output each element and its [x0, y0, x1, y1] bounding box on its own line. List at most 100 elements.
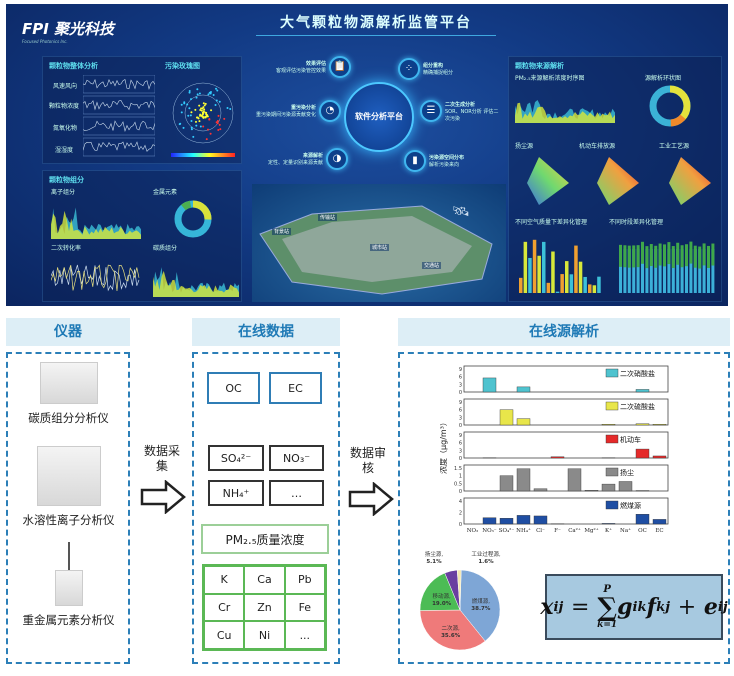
mini-frame	[83, 75, 155, 94]
legend-label: 二次硫酸盐	[620, 402, 655, 411]
y-tick-label: 9	[459, 433, 462, 439]
clock-icon: ◔	[319, 100, 341, 122]
instrument-carbon: 碳质组分分析仪	[6, 362, 131, 426]
rose-dot	[215, 87, 218, 90]
metal-analyzer-image	[54, 570, 83, 606]
composition-panel: 颗粒物组分 离子组分 金属元素 二次转化率 碳质组分	[42, 170, 242, 302]
x-tick-label: OC	[638, 528, 647, 534]
mini-line	[83, 100, 155, 111]
stack-bar	[711, 243, 715, 266]
mini-bar	[588, 284, 592, 293]
y-tick-label: 0	[459, 456, 462, 462]
legend-label: 扬尘	[620, 468, 634, 477]
pie-value: 35.6%	[441, 633, 461, 639]
stack-bar	[645, 249, 649, 293]
stack-bar	[698, 246, 702, 269]
stack-bar	[632, 245, 636, 268]
mini-bar	[551, 251, 555, 293]
x-tick-label: Ca²⁺	[568, 527, 581, 534]
stack-bar	[671, 246, 675, 269]
flow-label-review: 数据审核	[349, 446, 386, 475]
mini-frame	[83, 95, 155, 115]
pm-area-chart	[515, 99, 615, 123]
carbon-area-chart	[153, 267, 239, 297]
stack-bar	[654, 249, 658, 293]
rose-dot	[194, 108, 197, 111]
metal-label: 金属元素	[153, 189, 178, 196]
node-spatial[interactable]: ▮污染源空间分布解析污染来向	[404, 150, 464, 172]
bar	[635, 514, 650, 525]
node-heavy-pollution[interactable]: ◔重污染分析重污染期间污染源贡献变化	[256, 100, 341, 122]
x-tick-label: NO₃⁻	[482, 528, 497, 534]
rose-dot	[188, 107, 191, 110]
rose-dot	[204, 102, 207, 105]
bar	[499, 518, 514, 525]
mini-frame	[83, 137, 155, 157]
polar-label: 机动车排放源	[579, 143, 616, 150]
pie-label: 移动源,	[433, 592, 452, 600]
y-tick-label: 0	[459, 489, 462, 495]
mini-bar	[565, 261, 569, 293]
x-tick-label: NO₃	[467, 528, 479, 534]
metal-cell: Zn	[244, 593, 285, 622]
rose-dot	[216, 122, 219, 125]
pie-value: 38.7%	[471, 606, 491, 612]
stack-bar	[667, 249, 671, 293]
island-shape	[259, 205, 493, 295]
rose-dot	[204, 111, 207, 114]
pie-label: 工业过程源,	[471, 550, 501, 558]
rose-dot	[195, 124, 198, 127]
rose-dot	[197, 117, 200, 120]
map-label: 背景站	[272, 228, 292, 235]
conversion-line-chart	[51, 264, 140, 292]
source-pie-chart: 燃煤源,38.7%二次源,35.6%移动源,19.0%扬尘源,5.1%工业过程源…	[419, 550, 501, 651]
carbon-label: 碳质组分	[153, 245, 178, 252]
satellite-icon: 🛰	[452, 204, 470, 220]
legend-swatch	[605, 500, 619, 510]
mini-bar	[546, 282, 551, 293]
stack-bar	[667, 242, 671, 265]
rose-title: 污染玫瑰图	[165, 62, 200, 70]
y-tick-label: 3	[459, 415, 462, 421]
x-tick-label: F⁻	[554, 528, 561, 534]
mini-bar	[528, 257, 532, 293]
ion-area-chart	[51, 207, 141, 239]
instruments-box	[6, 352, 130, 664]
node-source[interactable]: ◑来源解析定性、定量识别来源贡献	[268, 148, 349, 170]
panel-frame	[463, 398, 669, 426]
instruments-header: 仪器	[6, 318, 130, 346]
pie-slice	[459, 569, 501, 642]
bar	[482, 377, 497, 393]
rose-dot	[201, 113, 204, 116]
stack-bar	[636, 245, 640, 268]
source-panel: 颗粒物来源解析 PM₂.₅来源解析浓度时序图 源解析环状图 扬尘源 机动车排放源…	[508, 56, 722, 302]
rose-dot	[198, 92, 201, 95]
rose-dot	[218, 100, 221, 103]
pie-slice	[456, 569, 462, 611]
period-stack-chart	[619, 241, 715, 293]
rose-dot	[204, 116, 207, 119]
rose-dot	[208, 91, 211, 94]
y-tick-label: 0	[459, 390, 462, 396]
bar	[652, 424, 667, 426]
data-ec: EC	[269, 372, 322, 404]
rose-dot	[212, 93, 215, 96]
stack-bar	[676, 249, 680, 293]
node-effect[interactable]: 📋效果评估客观评估污染管控效果	[276, 56, 352, 78]
stack-bar	[693, 245, 697, 268]
node-reconstruct[interactable]: ⁘组分重构精确捕捉组分	[398, 58, 453, 80]
pie-icon: ◑	[326, 148, 349, 170]
bar	[516, 468, 531, 492]
bar	[635, 389, 650, 393]
source-ring	[649, 85, 691, 127]
pie-value: 5.1%	[426, 559, 442, 565]
rose-dot	[196, 88, 199, 91]
legend-swatch	[605, 401, 619, 411]
stack-bar	[645, 246, 649, 269]
stack-bar	[680, 249, 684, 293]
bar	[584, 490, 599, 492]
rose-dot	[219, 128, 222, 131]
